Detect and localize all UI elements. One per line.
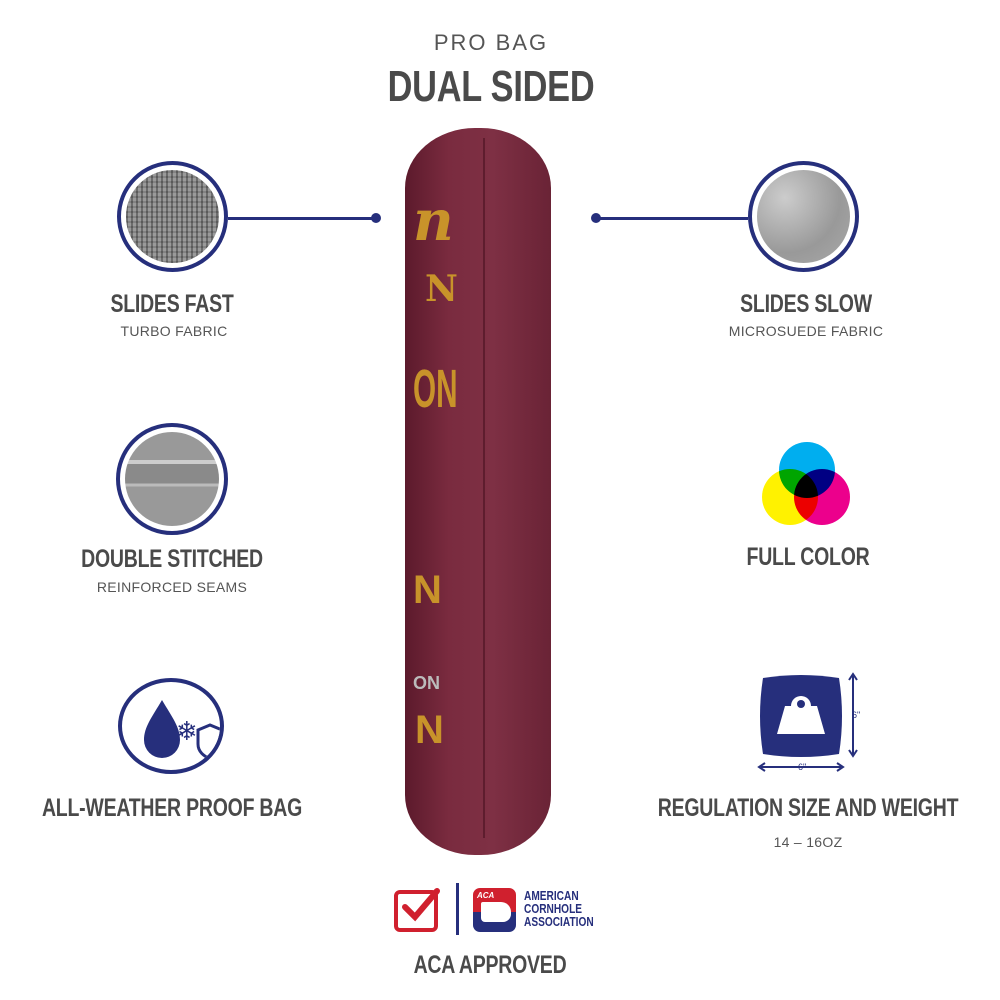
slides-fast-title: SLIDES FAST: [110, 290, 234, 318]
stitched-seam-swatch: [116, 423, 228, 535]
regulation-title: REGULATION SIZE AND WEIGHT: [657, 794, 959, 822]
connector-line-left: [228, 217, 376, 220]
cmy-color-icon: [762, 442, 850, 525]
connector-line-right: [596, 217, 748, 220]
weather-proof-icon: ❄: [118, 678, 224, 774]
eyebrow-title: PRO BAG: [433, 30, 549, 55]
height-label: 6": [852, 710, 861, 720]
regulation-subtitle: 14 – 16OZ: [773, 834, 843, 850]
aca-logo: ACA: [473, 888, 516, 932]
regulation-size-icon: [757, 672, 858, 772]
slides-fast-subtitle: TURBO FABRIC: [120, 323, 228, 339]
double-stitched-title: DOUBLE STITCHED: [81, 545, 263, 573]
weather-title: ALL-WEATHER PROOF BAG: [41, 794, 303, 822]
connector-dot-left: [371, 213, 381, 223]
checkmark-box-icon: [394, 888, 440, 932]
full-color-title: FULL COLOR: [746, 543, 870, 571]
svg-text:❄: ❄: [176, 717, 198, 747]
slides-slow-subtitle: MICROSUEDE FABRIC: [728, 323, 884, 339]
footer-divider: [456, 883, 459, 935]
connector-dot-right: [591, 213, 601, 223]
width-label: 6": [798, 762, 807, 772]
slides-slow-title: SLIDES SLOW: [740, 290, 872, 318]
aca-approved-label: ACA APPROVED: [413, 951, 567, 979]
double-stitched-subtitle: REINFORCED SEAMS: [96, 579, 248, 595]
microsuede-fabric-swatch: [748, 161, 859, 272]
cornhole-bag-image: n N ON N ON N: [405, 128, 551, 855]
page-title: DUAL SIDED: [387, 62, 595, 111]
turbo-fabric-swatch: [117, 161, 228, 272]
